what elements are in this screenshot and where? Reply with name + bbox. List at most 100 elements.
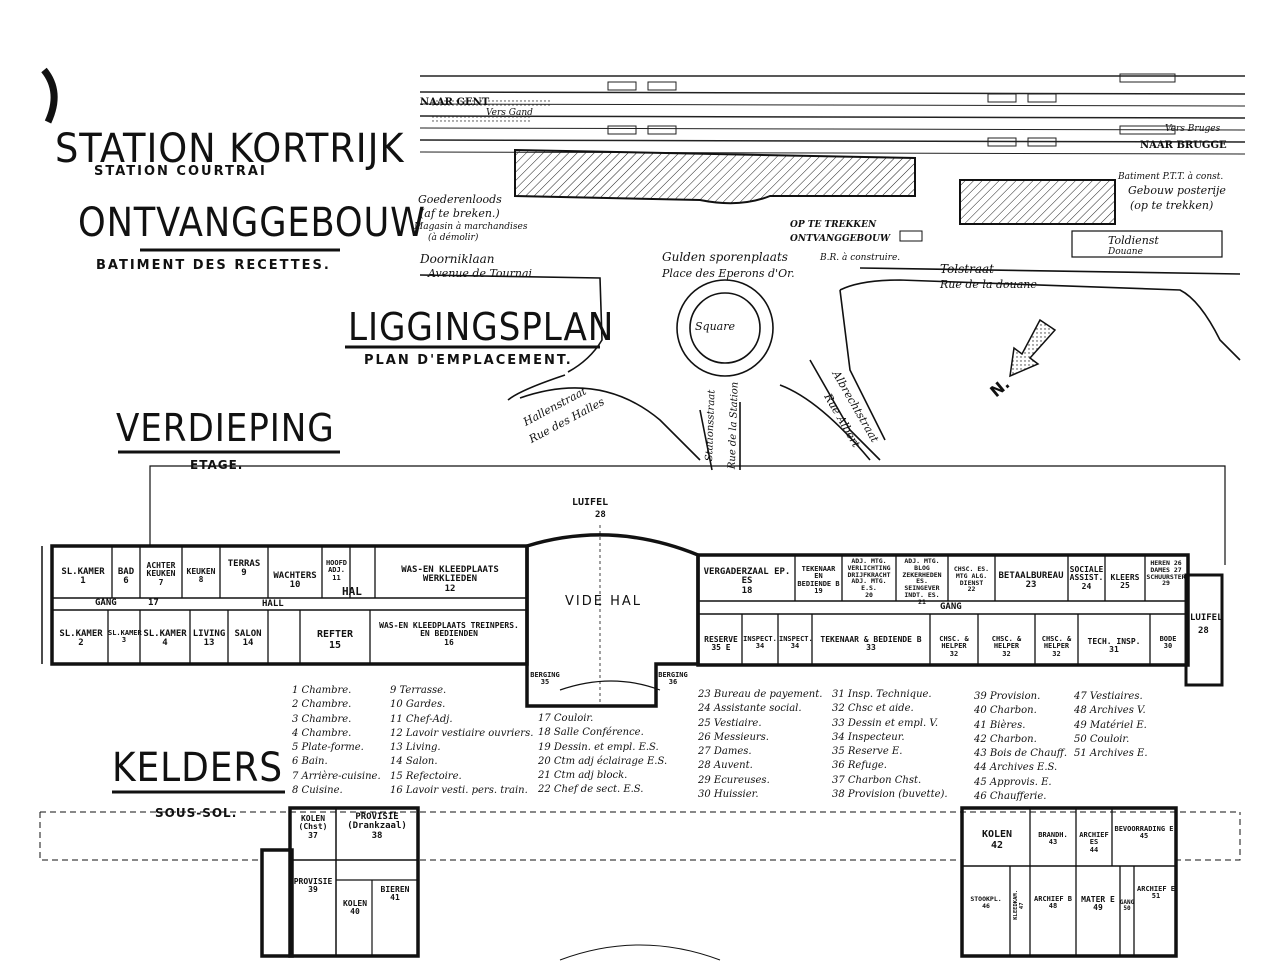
cellar-room-37: KOLEN (Chst)37 <box>298 814 328 840</box>
hall-label: HALL <box>262 599 284 609</box>
legend-col-5: 31 Insp. Technique.32 Chsc et aide.33 De… <box>832 689 948 801</box>
room-20: ADJ. MTG. VERLICHTING DRIJFKRACHT ADJ. M… <box>847 557 891 600</box>
label-af-te-breken: (af te breken.) <box>420 207 500 220</box>
roads <box>419 267 1241 471</box>
label-magasin: Magasin à marchandises <box>414 222 528 232</box>
cellar-room-43: BRANDH.43 <box>1038 831 1068 847</box>
room-16: WAS-EN KLEEDPLAATS TREINPERS. EN BEDIEND… <box>379 621 519 647</box>
building-title-fr: BATIMENT DES RECETTES. <box>96 258 331 273</box>
room-31: TECH. INSP.31 <box>1087 637 1141 655</box>
hatched-old-building <box>514 148 916 205</box>
label-rue-de-la-douane: Rue de la douane <box>940 278 1037 291</box>
room-26-27-29: HEREN 26 DAMES 27 SCHUURSTER 29 <box>1146 559 1186 588</box>
label-goederenloods: Goederenloods <box>418 193 502 206</box>
cellar-title-nl: KELDERS <box>112 745 284 791</box>
legend-col-4: 23 Bureau de payement.24 Assistante soci… <box>698 689 823 801</box>
label-br-construire: B.R. à construire. <box>820 253 901 263</box>
room-11: HOOFD ADJ.11 <box>325 559 348 582</box>
room-34b: INSPECT.34 <box>779 635 813 651</box>
gang-right-label: GANG <box>940 602 962 612</box>
label-toldienst: Toldienst <box>1108 234 1159 247</box>
legend-col-2: 9 Terrasse.10 Gardes.11 Chef-Adj.12 Lavo… <box>390 685 534 797</box>
building-title-nl: ONTVANGGEBOUW <box>78 200 426 246</box>
railway-tracks <box>419 73 1246 155</box>
small-box <box>899 230 923 242</box>
hal-label: HAL <box>342 585 362 598</box>
luifel-number: 28 <box>595 510 606 520</box>
cellar-room-47: KLEEDKAM. 47 <box>1013 889 1025 920</box>
label-square: Square <box>695 320 735 333</box>
gang-label: GANG <box>95 598 117 608</box>
vide-hal-label: VIDE HAL <box>565 594 642 609</box>
toldienst-box <box>1071 230 1223 258</box>
label-naar-brugge: NAAR BRUGGE <box>1140 140 1227 151</box>
label-op-te-trekken-ptt: (op te trekken) <box>1130 199 1214 212</box>
legend-col-1: 1 Chambre.2 Chambre.3 Chambre.4 Chambre.… <box>292 685 381 797</box>
cellar-lines <box>39 806 1241 961</box>
label-batiment-ptt: Batiment P.T.T. à const. <box>1118 172 1224 182</box>
station-title-fr: STATION COURTRAI <box>94 164 267 179</box>
room-34a: INSPECT.34 <box>743 635 777 651</box>
floor-title-nl: VERDIEPING <box>116 406 335 450</box>
label-gulden-sporenplaats: Gulden sporenplaats <box>662 250 788 264</box>
north-arrow <box>1009 318 1057 378</box>
cellar-room-46: STOOKPL.46 <box>970 895 1002 910</box>
legend-col-6: 39 Provision.40 Charbon.41 Bières.42 Cha… <box>974 691 1068 803</box>
label-naar-gent: NAAR GENT <box>420 97 490 108</box>
room-21: ADJ. MTG. BLOG ZEKERHEDEN ES. SEINGEVER … <box>902 557 942 606</box>
label-douane: Douane <box>1108 247 1143 257</box>
cellar-title-fr: SOUS-SOL. <box>155 806 238 820</box>
hatched-ptt-building <box>959 179 1116 225</box>
label-doorniklaan: Doorniklaan <box>420 252 495 266</box>
label-place-eperons: Place des Eperons d'Or. <box>662 267 795 280</box>
label-ontvanggebouw: ONTVANGGEBOUW <box>790 234 891 244</box>
luifel-label-right: LUIFEL <box>1190 613 1223 623</box>
label-gebouw-posterije: Gebouw posterije <box>1128 184 1226 197</box>
corner-bracket <box>41 67 58 124</box>
cellar-room-38: PROVISIE (Drankzaal)38 <box>347 812 407 841</box>
room-24: SOCIALE ASSIST.24 <box>1069 565 1104 591</box>
plan-title-nl: LIGGINGSPLAN <box>348 305 615 349</box>
plan-title-fr: PLAN D'EMPLACEMENT. <box>364 353 573 368</box>
floor-plan-lines <box>41 465 1226 708</box>
label-tolstraat: Tolstraat <box>940 262 994 276</box>
luifel-label: LUIFEL <box>572 497 609 508</box>
label-vers-bruges: Vers Bruges <box>1165 124 1221 134</box>
legend-col-7: 47 Vestiaires.48 Archives V.49 Matériel … <box>1074 691 1148 760</box>
